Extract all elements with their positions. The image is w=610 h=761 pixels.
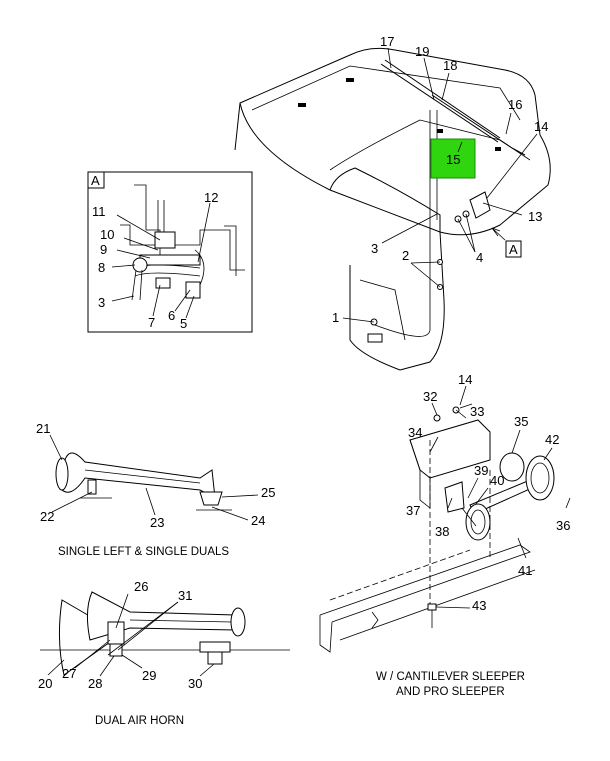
callout-8: 8 (98, 260, 105, 275)
callout-9: 9 (100, 242, 107, 257)
callout-4: 4 (476, 250, 483, 265)
callout-17: 17 (380, 34, 394, 49)
callout-14: 14 (534, 119, 548, 134)
callout-30: 30 (188, 676, 202, 691)
callout-25: 25 (261, 485, 275, 500)
callout-13: 13 (528, 209, 542, 224)
sleeper-horn-mount (319, 385, 571, 653)
single-air-horn (49, 434, 259, 521)
callout-21: 21 (36, 421, 50, 436)
detail-a-pointer-box (505, 240, 522, 258)
detail-a-box-label: A (91, 173, 100, 188)
callout-2: 2 (402, 248, 409, 263)
callout-31: 31 (178, 588, 192, 603)
highlight-part-15[interactable] (430, 138, 476, 179)
callout-34: 34 (408, 425, 422, 440)
callout-3-detail: 3 (98, 295, 105, 310)
callout-20: 20 (38, 676, 52, 691)
callout-18: 18 (443, 58, 457, 73)
callout-39: 39 (474, 463, 488, 478)
callout-11: 11 (92, 204, 106, 219)
callout-29: 29 (142, 668, 156, 683)
callout-14-sleeper: 14 (458, 372, 472, 387)
dual-air-horn (40, 591, 290, 677)
callout-6: 6 (168, 308, 175, 323)
callout-24: 24 (251, 513, 265, 528)
callout-35: 35 (514, 414, 528, 429)
callout-27: 27 (62, 666, 76, 681)
detail-a-pointer-label: A (509, 242, 518, 257)
callout-26: 26 (134, 579, 148, 594)
roof-leader-lines (342, 47, 538, 323)
caption-sleeper-line2: AND PRO SLEEPER (396, 686, 505, 698)
callout-32: 32 (423, 389, 437, 404)
callout-10: 10 (100, 227, 114, 242)
callout-37: 37 (406, 503, 420, 518)
callout-38: 38 (435, 524, 449, 539)
callout-5: 5 (180, 316, 187, 331)
caption-sleeper-line1: W / CANTILEVER SLEEPER (376, 671, 525, 683)
callout-23: 23 (150, 515, 164, 530)
callout-16: 16 (508, 97, 522, 112)
callout-41: 41 (518, 563, 532, 578)
callout-40: 40 (490, 473, 504, 488)
callout-12: 12 (204, 190, 218, 205)
callout-33: 33 (470, 404, 484, 419)
caption-dual: DUAL AIR HORN (95, 715, 184, 727)
callout-28: 28 (88, 676, 102, 691)
callout-19: 19 (415, 44, 429, 59)
caption-single: SINGLE LEFT & SINGLE DUALS (58, 546, 229, 558)
callout-43: 43 (472, 598, 486, 613)
callout-42: 42 (545, 432, 559, 447)
callout-36: 36 (556, 518, 570, 533)
callout-7: 7 (148, 315, 155, 330)
callout-3: 3 (371, 241, 378, 256)
callout-1: 1 (332, 310, 339, 325)
callout-22: 22 (40, 509, 54, 524)
detail-a-view: A (87, 171, 253, 333)
callout-15: 15 (446, 152, 460, 167)
